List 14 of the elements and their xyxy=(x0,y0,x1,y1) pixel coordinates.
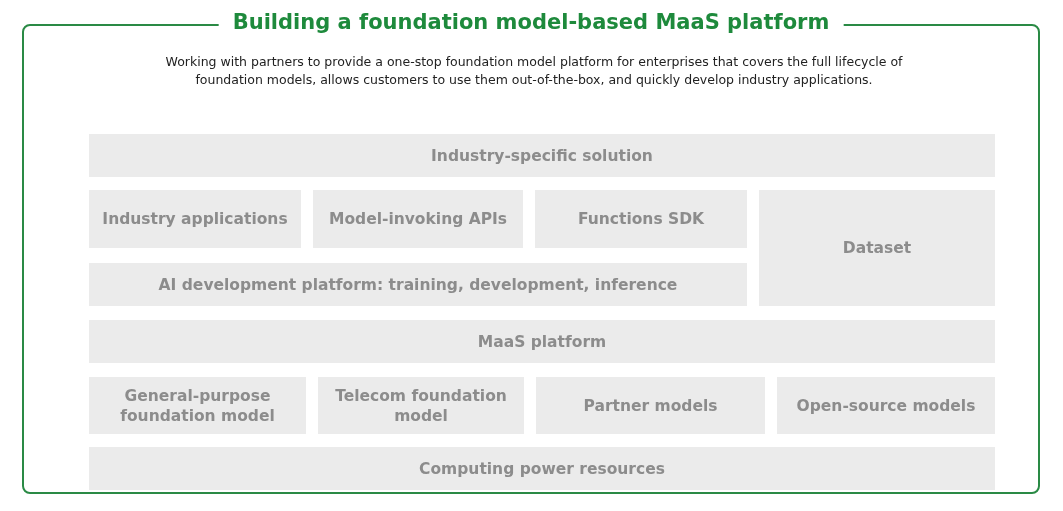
block-label: Partner models xyxy=(583,395,718,416)
block-label: Functions SDK xyxy=(577,209,705,229)
block-label: Computing power resources xyxy=(419,458,665,479)
block-label: Industry-specific solution xyxy=(431,145,653,166)
block-label: General-purpose foundation model xyxy=(119,385,276,426)
block-label: Industry applications xyxy=(102,209,288,229)
block-label: Model-invoking APIs xyxy=(329,209,507,229)
description-text: Working with partners to provide a one-stop foundation model platform for enterprises that covers the full lifecycle of foundation models, allows customers to use them out-of-the-box, and quickly develop industry applications. xyxy=(164,53,904,89)
frame-heading: Building a foundation model-based MaaS platform xyxy=(218,10,844,34)
block-label: Telecom foundation model xyxy=(334,385,508,426)
block-label: MaaS platform xyxy=(477,331,607,352)
block-label: AI development platform: training, development, inference xyxy=(158,274,678,295)
block-label: Open-source models xyxy=(796,395,976,416)
block-label: Dataset xyxy=(842,238,912,258)
